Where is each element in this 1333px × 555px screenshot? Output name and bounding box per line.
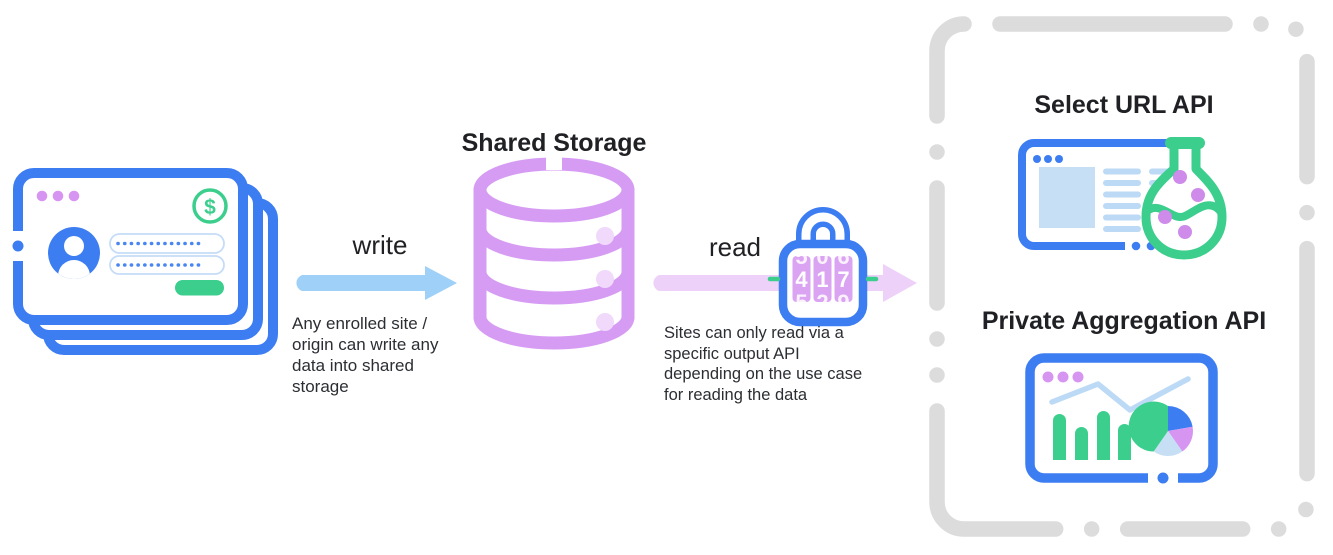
- dollar-icon: $: [192, 188, 228, 224]
- lock-code-digit: 4: [795, 267, 808, 292]
- dashboard-chart-icon: [1025, 353, 1218, 485]
- svg-text:9: 9: [837, 290, 849, 315]
- line-chart: [1049, 376, 1191, 413]
- output-apis-dashed-frame: [929, 16, 1315, 537]
- avatar-icon: [48, 227, 100, 279]
- database-cylinder-icon: [473, 156, 635, 350]
- lock-code-digit: 1: [816, 267, 828, 292]
- username-field: [109, 233, 225, 254]
- pie-chart: [1128, 401, 1193, 456]
- svg-text:5: 5: [795, 244, 807, 269]
- lock-code-digit: 7: [837, 267, 849, 292]
- password-field: [109, 255, 225, 275]
- svg-text:2: 2: [816, 290, 828, 315]
- browser-flask-icon: [1018, 137, 1227, 260]
- shared-storage-title: Shared Storage: [461, 129, 647, 157]
- window-controls-dots-icon: [1042, 371, 1084, 383]
- lock-dial-digits: 5 0 6 4 1 7 5 2 9: [795, 244, 849, 315]
- window-controls-dots-icon: [36, 190, 80, 202]
- combination-lock-icon: 5 0 6 4 1 7 5 2 9: [767, 207, 879, 327]
- private-aggregation-api-title: Private Aggregation API: [981, 307, 1267, 335]
- bar-chart: [1053, 411, 1131, 460]
- front-window: $: [10, 168, 248, 325]
- select-url-api-title: Select URL API: [1034, 91, 1214, 119]
- read-label: read: [708, 232, 762, 262]
- write-label: write: [352, 230, 408, 260]
- flask-icon: [1141, 137, 1227, 260]
- write-arrow: [296, 266, 457, 300]
- stacked-sites-icon: $: [10, 168, 278, 355]
- svg-text:5: 5: [795, 290, 807, 315]
- read-caption: Sites can only read via a specific outpu…: [664, 324, 863, 404]
- lock-dials: [792, 256, 853, 302]
- dollar-glyph: $: [204, 196, 216, 219]
- storage-record-dots: [596, 227, 614, 331]
- svg-text:6: 6: [837, 244, 849, 269]
- submit-button-shape: [175, 280, 224, 296]
- svg-text:0: 0: [816, 244, 828, 269]
- write-caption: Any enrolled site / origin can write any…: [292, 314, 439, 396]
